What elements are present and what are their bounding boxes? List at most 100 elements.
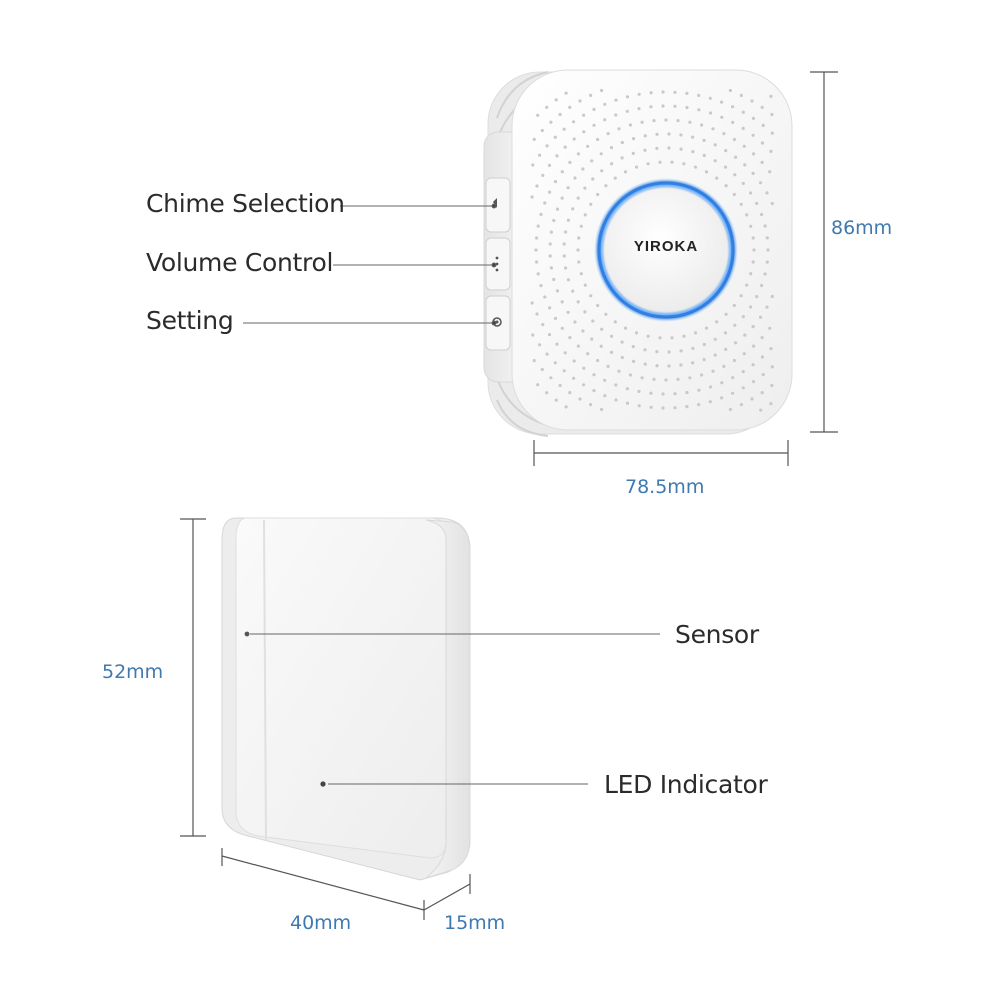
speaker-hole bbox=[751, 260, 755, 264]
speaker-hole bbox=[541, 323, 545, 327]
speaker-hole bbox=[685, 390, 689, 395]
speaker-hole bbox=[643, 348, 647, 352]
speaker-hole bbox=[552, 218, 556, 223]
speaker-hole bbox=[724, 347, 728, 351]
speaker-hole bbox=[741, 110, 745, 114]
speaker-hole bbox=[566, 310, 570, 314]
speaker-hole bbox=[742, 352, 746, 356]
speaker-hole bbox=[745, 283, 749, 287]
speaker-hole bbox=[599, 152, 603, 156]
speaker-hole bbox=[547, 163, 552, 167]
speaker-hole bbox=[760, 160, 764, 164]
speaker-hole bbox=[765, 260, 769, 264]
speaker-hole bbox=[731, 376, 735, 380]
speaker-hole bbox=[682, 162, 686, 166]
speaker-hole bbox=[536, 224, 540, 228]
speaker-hole bbox=[609, 146, 614, 150]
speaker-hole bbox=[751, 363, 755, 367]
speaker-hole bbox=[731, 105, 735, 109]
speaker-hole bbox=[603, 102, 607, 106]
speaker-hole bbox=[610, 334, 614, 338]
speaker-hole bbox=[752, 344, 756, 348]
speaker-hole bbox=[640, 120, 644, 124]
speaker-hole bbox=[579, 272, 583, 276]
speaker-hole bbox=[592, 123, 596, 127]
speaker-hole bbox=[732, 358, 737, 363]
speaker-hole bbox=[613, 176, 617, 180]
speaker-hole bbox=[535, 236, 539, 240]
speaker-hole bbox=[568, 160, 572, 164]
speaker-hole bbox=[765, 305, 769, 309]
speaker-hole bbox=[667, 364, 671, 368]
speaker-hole bbox=[606, 364, 610, 368]
speaker-hole bbox=[577, 236, 581, 240]
speaker-hole bbox=[576, 344, 581, 348]
speaker-hole bbox=[620, 355, 624, 360]
speaker-hole bbox=[697, 108, 701, 112]
speaker-hole bbox=[760, 212, 764, 217]
speaker-hole bbox=[535, 184, 539, 188]
speaker-hole bbox=[713, 353, 717, 357]
chime-selection-button[interactable] bbox=[485, 177, 511, 233]
speaker-hole bbox=[543, 201, 547, 205]
speaker-hole bbox=[554, 398, 558, 402]
speaker-hole bbox=[610, 162, 614, 166]
speaker-hole bbox=[755, 295, 759, 299]
speaker-hole bbox=[770, 294, 774, 299]
speaker-hole bbox=[614, 113, 618, 117]
speaker-hole bbox=[617, 127, 621, 131]
speaker-hole bbox=[763, 272, 767, 276]
speaker-hole bbox=[568, 391, 572, 395]
speaker-hole bbox=[623, 170, 628, 174]
speaker-hole bbox=[693, 165, 698, 169]
speaker-hole bbox=[637, 92, 641, 96]
speaker-hole bbox=[603, 118, 607, 122]
speaker-hole bbox=[679, 349, 683, 353]
speaker-hole bbox=[540, 128, 544, 133]
speaker-hole bbox=[673, 392, 677, 396]
speaker-hole bbox=[741, 315, 745, 319]
speaker-hole bbox=[564, 266, 568, 270]
speaker-hole bbox=[534, 248, 538, 252]
speaker-hole bbox=[732, 192, 736, 197]
speaker-hole bbox=[673, 90, 677, 94]
speaker-hole bbox=[760, 355, 765, 359]
speaker-hole bbox=[761, 373, 765, 377]
speaker-hole bbox=[724, 312, 728, 316]
speaker-hole bbox=[708, 385, 713, 389]
speaker-hole bbox=[576, 196, 580, 200]
speaker-hole bbox=[739, 202, 743, 206]
speaker-hole bbox=[741, 386, 745, 390]
speaker-hole bbox=[745, 213, 749, 217]
speaker-hole bbox=[566, 218, 571, 222]
speaker-hole bbox=[679, 133, 683, 137]
speaker-hole bbox=[625, 95, 630, 99]
speaker-hole bbox=[685, 105, 689, 110]
speaker-hole bbox=[578, 397, 582, 401]
chime-width-dimension: 78.5mm bbox=[625, 476, 705, 498]
speaker-hole bbox=[600, 327, 604, 331]
speaker-hole bbox=[582, 130, 586, 134]
speaker-hole bbox=[560, 326, 564, 330]
speaker-hole bbox=[549, 120, 553, 124]
speaker-hole bbox=[599, 344, 603, 348]
speaker-hole bbox=[583, 186, 587, 190]
speaker-hole bbox=[724, 184, 728, 188]
speaker-hole bbox=[620, 140, 624, 145]
speaker-hole bbox=[750, 397, 754, 401]
speaker-hole bbox=[640, 376, 644, 380]
speaker-hole bbox=[558, 383, 562, 388]
speaker-hole bbox=[623, 326, 628, 330]
speaker-hole bbox=[578, 99, 582, 103]
speaker-hole bbox=[562, 369, 566, 373]
speaker-hole bbox=[586, 144, 590, 148]
speaker-hole bbox=[702, 153, 706, 158]
speaker-hole bbox=[751, 116, 756, 120]
speaker-hole bbox=[581, 167, 585, 171]
speaker-hole bbox=[670, 336, 674, 340]
speaker-hole bbox=[664, 118, 668, 122]
speaker-hole bbox=[770, 383, 774, 388]
speaker-hole bbox=[625, 109, 629, 113]
speaker-hole bbox=[676, 377, 680, 381]
speaker-hole bbox=[770, 365, 774, 369]
